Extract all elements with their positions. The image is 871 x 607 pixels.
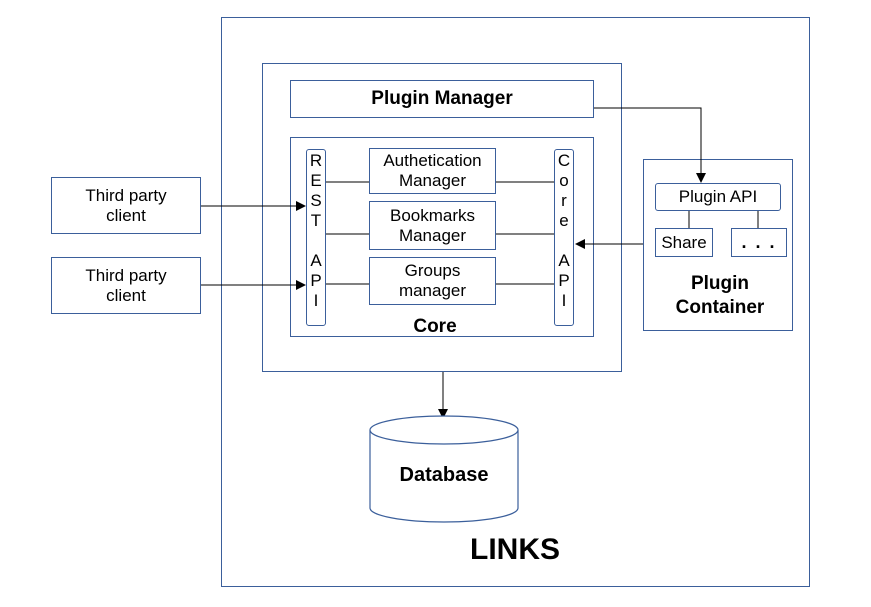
rest-api-letter: I — [313, 291, 319, 310]
core-api-letter: C — [557, 151, 571, 170]
system-title: LINKS — [470, 533, 560, 566]
rest-api-letter: E — [310, 171, 322, 190]
database-label: Database — [399, 464, 489, 486]
core-api-letter: o — [559, 171, 569, 190]
plugin-api-label: Plugin API — [678, 187, 758, 207]
bookmarks-manager-box: Bookmarks Manager — [369, 201, 496, 250]
share-plugin-box: Share — [655, 228, 713, 257]
database-cylinder — [369, 415, 519, 523]
rest-api-letter: P — [310, 271, 322, 290]
share-plugin-label: Share — [661, 232, 707, 252]
plugin-container-title: Plugin Container — [675, 273, 765, 318]
groups-manager-box: Groups manager — [369, 257, 496, 305]
bookmarks-manager-label: Bookmarks Manager — [389, 205, 476, 245]
groups-manager-label: Groups manager — [398, 261, 467, 300]
rest-api-label: R E S T A P I — [306, 151, 326, 311]
core-api-letter: P — [558, 271, 570, 290]
rest-api-letter: T — [310, 211, 322, 230]
plugin-manager-box: Plugin Manager — [290, 80, 594, 118]
third-party-client-label: Third party client — [85, 185, 167, 225]
rest-api-letter: A — [310, 251, 322, 270]
more-plugins-box: . . . — [731, 228, 787, 257]
rest-api-bar — [306, 149, 326, 326]
plugin-manager-to-plugin-api-arrow — [594, 107, 706, 183]
core-label: Core — [413, 316, 457, 337]
core-api-label: C o r e A P I — [554, 151, 574, 311]
authentication-manager-box: Authetication Manager — [369, 148, 496, 194]
rest-api-letter: S — [310, 191, 322, 210]
plugin-manager-label: Plugin Manager — [371, 88, 513, 110]
plugin-api-box: Plugin API — [655, 183, 781, 211]
core-api-letter: e — [559, 211, 569, 230]
rest-api-letter: R — [309, 151, 323, 170]
third-party-client-box: Third party client — [51, 257, 201, 314]
third-party-client-box: Third party client — [51, 177, 201, 234]
more-plugins-label: . . . — [741, 232, 777, 253]
third-party-client-label: Third party client — [85, 265, 167, 305]
core-api-bar — [554, 149, 574, 326]
core-api-letter: A — [558, 251, 570, 270]
core-api-letter: I — [561, 291, 567, 310]
authentication-manager-label: Authetication Manager — [383, 151, 482, 190]
core-api-letter: r — [561, 191, 567, 210]
